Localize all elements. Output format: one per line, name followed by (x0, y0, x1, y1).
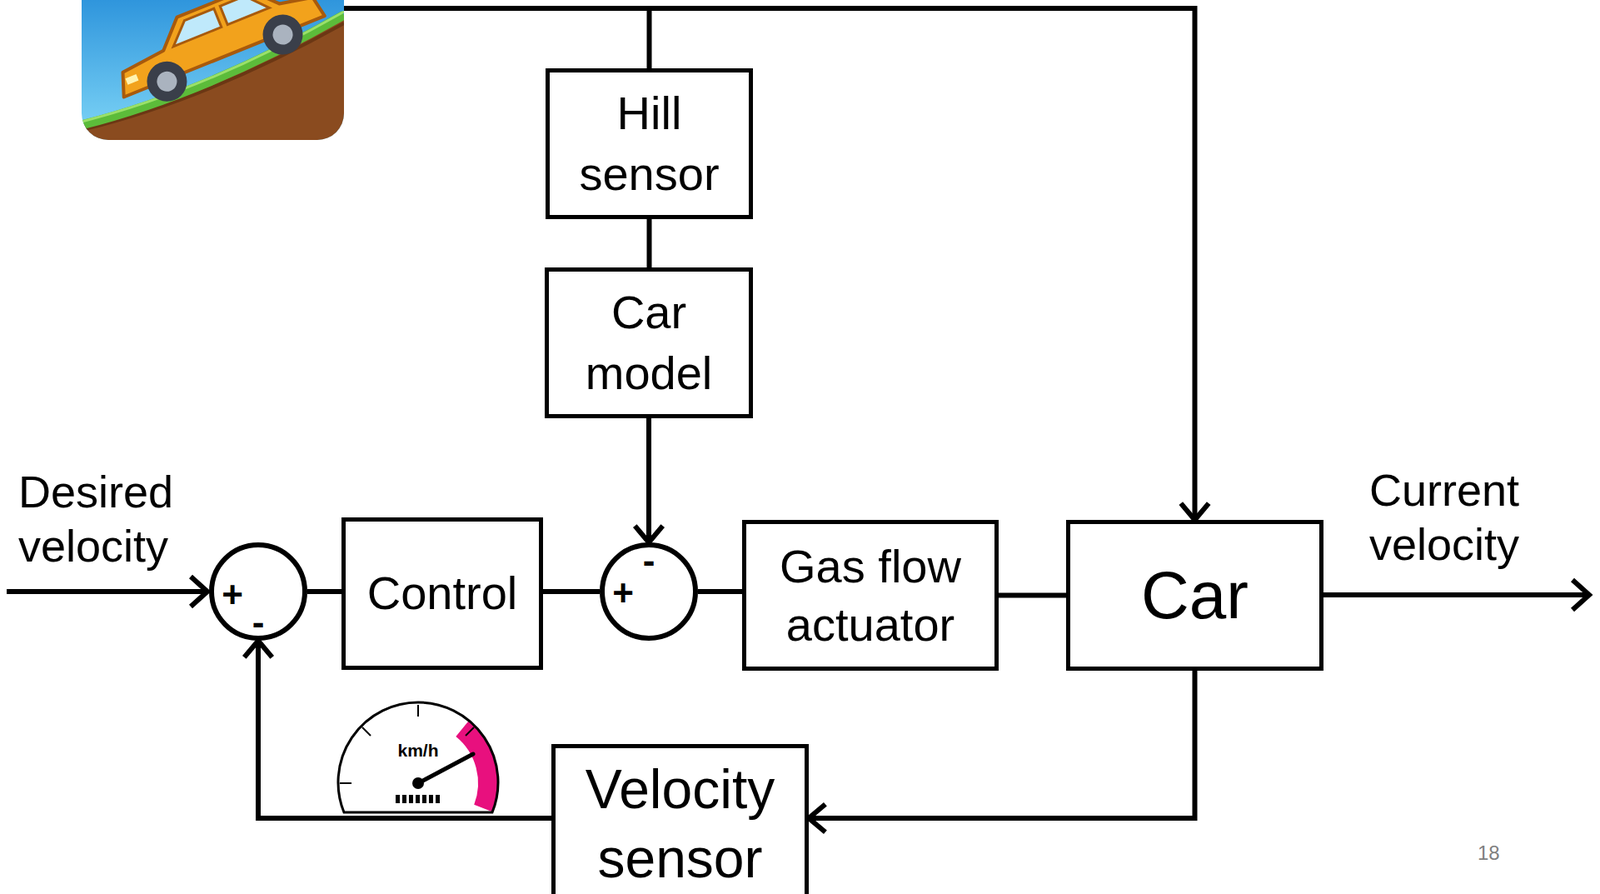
output-arrowhead (1572, 579, 1590, 610)
box-label: Car (1078, 555, 1311, 636)
arrowhead (634, 525, 663, 543)
box-label: Control (353, 563, 531, 624)
signal-connector (697, 591, 743, 593)
controller-box: Control (341, 517, 544, 670)
connector-line (307, 588, 342, 594)
box-label: Car model (557, 282, 741, 404)
disturbance-wire (343, 5, 652, 11)
arrowhead (808, 803, 826, 832)
model-box: Car model (544, 267, 753, 419)
arrowhead (1181, 503, 1209, 520)
game-icon (81, 0, 344, 140)
sensor-box: Velocity sensor (551, 743, 809, 894)
minus-sign: - (252, 603, 265, 641)
box-label: Gas flow actuator (754, 537, 987, 654)
signal-connector (634, 418, 663, 543)
page-number: 18 (1477, 842, 1501, 863)
connector-line (647, 219, 653, 268)
signal-connector (648, 219, 650, 268)
signal-connector (307, 591, 342, 593)
connector-line (998, 593, 1067, 599)
box-label: Velocity sensor (563, 754, 797, 893)
minus-sign: - (642, 542, 656, 579)
signal-connector (998, 594, 1067, 596)
output-label: Current velocity (1369, 463, 1588, 572)
input-label: Desired velocity (18, 464, 219, 574)
connector-line (646, 418, 652, 543)
signal-connector (808, 670, 1196, 833)
plus-sign: + (221, 576, 244, 614)
signal-connector (543, 591, 600, 593)
sensor-box: Hill sensor (545, 68, 753, 220)
summing-junction: +- (209, 542, 308, 641)
unit-label: km/h (397, 741, 439, 759)
output-wire (1323, 592, 1590, 598)
connector-line (808, 670, 1196, 818)
actuator-box: Gas flow actuator (742, 519, 999, 671)
box-label: Hill sensor (558, 83, 741, 205)
input-arrowhead (190, 576, 208, 607)
input-wire (6, 588, 208, 594)
plus-sign: + (612, 574, 634, 612)
summing-junction: +- (599, 542, 698, 641)
connector-line (697, 588, 743, 594)
connector-line (543, 588, 600, 594)
plant-box: Car (1066, 519, 1324, 671)
arrowhead (244, 640, 272, 658)
